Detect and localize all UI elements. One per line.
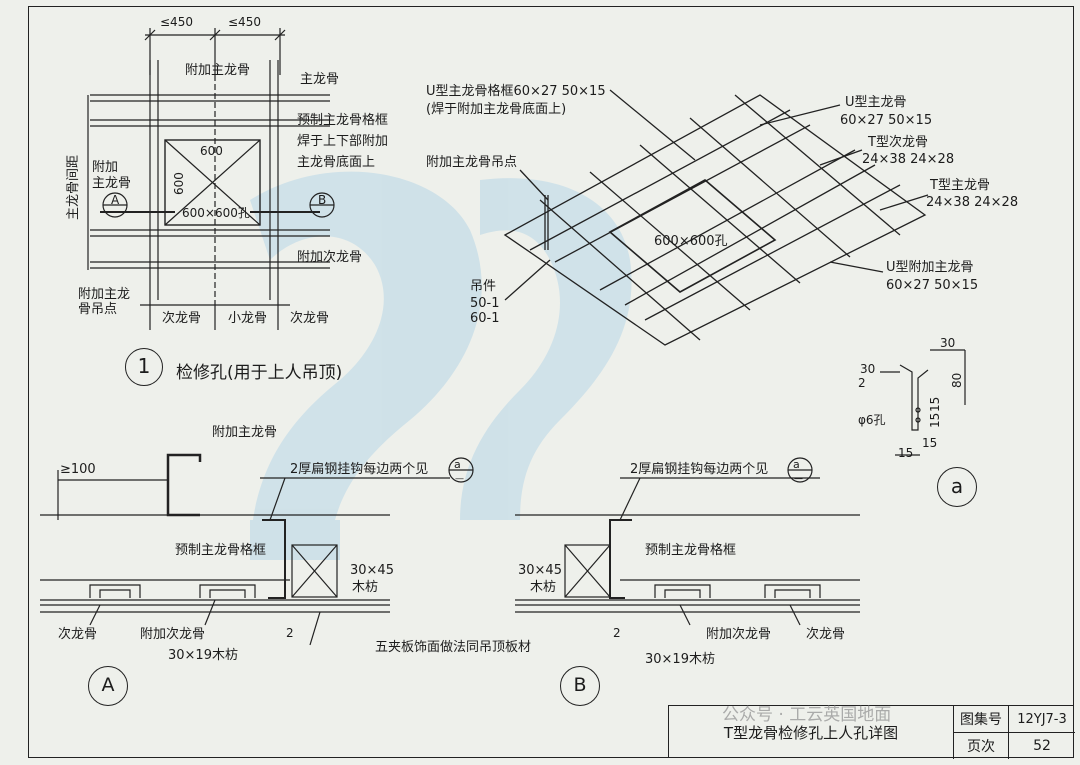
isometric-grid <box>503 89 929 346</box>
dim-600v: 600 <box>172 172 186 195</box>
da-hole: φ6孔 <box>858 413 886 427</box>
da-dim-4: 80 <box>950 372 964 388</box>
sa-wood-1: 30×45 <box>350 563 394 578</box>
detail-1-title: 检修孔(用于上人吊顶) <box>176 363 343 383</box>
iso-u-main-1: U型主龙骨 <box>845 95 907 110</box>
iso-t-sub-1: T型次龙骨 <box>868 135 928 150</box>
sa-dim2: 2 <box>286 626 294 640</box>
section-a <box>40 453 450 646</box>
sa-dim-100: ≥100 <box>60 462 96 477</box>
da-dim-6: 15 <box>928 412 942 428</box>
sa-ref-dash: — <box>455 474 464 484</box>
iso-u-add-main-1: U型附加主龙骨 <box>886 260 974 275</box>
page-label: 页次 <box>954 733 1009 759</box>
iso-t-main-1: T型主龙骨 <box>930 178 990 193</box>
dim-600h: 600 <box>200 144 223 158</box>
sb-wood2: 30×19木枋 <box>645 652 715 667</box>
da-dim-3: 2 <box>858 376 866 390</box>
da-dim-1: 30 <box>940 336 956 350</box>
sb-wood-1: 30×45 <box>518 563 562 578</box>
detail-a <box>880 349 966 456</box>
sb-ref-a: a <box>793 458 800 471</box>
label-hanger-2: 骨吊点 <box>78 302 118 317</box>
sa-wood2: 30×19木枋 <box>168 648 238 663</box>
label-main: 主龙骨 <box>300 72 340 87</box>
sb-hook: 2厚扁钢挂钩每边两个见 <box>630 462 769 477</box>
iso-hole: 600×600孔 <box>654 234 728 249</box>
sb-frame: 预制主龙骨格框 <box>645 543 737 558</box>
da-dim-5: 15 <box>928 396 942 412</box>
iso-u-frame-2: (焊于附加主龙骨底面上) <box>426 102 567 117</box>
section-b-label: B <box>560 666 600 706</box>
section-mark-b: B <box>318 193 327 207</box>
ref-bubbles <box>102 192 813 483</box>
iso-hanger-1: 吊件 <box>470 279 497 294</box>
iso-t-sub-2: 24×38 24×28 <box>862 152 955 167</box>
title-block: T型龙骨检修孔上人孔详图 图集号 12YJ7-3 页次 52 <box>668 705 1075 759</box>
label-add-sub: 附加次龙骨 <box>297 250 363 265</box>
sb-dim2: 2 <box>613 626 621 640</box>
label-main-spacing: 主龙骨间距 <box>66 154 81 220</box>
hole-label: 600×600孔 <box>182 206 250 220</box>
bottom-label-2: 小龙骨 <box>228 311 268 326</box>
iso-t-main-2: 24×38 24×28 <box>926 195 1019 210</box>
section-mark-a: A <box>111 193 120 207</box>
label-frame-3: 主龙骨底面上 <box>297 155 376 170</box>
sa-sub: 次龙骨 <box>58 627 98 642</box>
sb-ref-dash: — <box>794 474 803 484</box>
label-add-main: 附加主龙骨 <box>185 63 251 78</box>
sa-wood-2: 木枋 <box>352 580 379 595</box>
watermark-text: 公众号 · 工云英国地面 <box>722 705 892 725</box>
drawing-title: T型龙骨检修孔上人孔详图 <box>669 706 954 759</box>
sa-ref-a: a <box>454 458 461 471</box>
section-a-label: A <box>88 666 128 706</box>
detail-number-1: 1 <box>125 348 163 386</box>
iso-hanger-3: 60-1 <box>470 311 500 326</box>
iso-u-add-main-2: 60×27 50×15 <box>886 278 979 293</box>
label-frame-2: 焊于上下部附加 <box>297 134 389 149</box>
detail-a-label: a <box>937 467 977 507</box>
sa-hook: 2厚扁钢挂钩每边两个见 <box>290 462 429 477</box>
sa-frame: 预制主龙骨格框 <box>175 543 267 558</box>
section-b <box>515 477 860 626</box>
iso-hanger-2: 50-1 <box>470 296 500 311</box>
label-hanger-1: 附加主龙 <box>78 287 131 302</box>
sa-plywood: 五夹板饰面做法同吊顶板材 <box>375 640 532 655</box>
atlas-label: 图集号 <box>954 706 1009 733</box>
da-dim-7: 15 <box>922 436 938 450</box>
iso-add-main-hanger: 附加主龙骨吊点 <box>426 155 518 170</box>
sheet-border <box>28 6 1074 758</box>
iso-u-frame-1: U型主龙骨格框60×27 50×15 <box>426 84 606 99</box>
bottom-label-3: 次龙骨 <box>290 311 330 326</box>
plan-grid <box>87 28 330 330</box>
sa-add-sub: 附加次龙骨 <box>140 627 206 642</box>
iso-u-main-2: 60×27 50×15 <box>840 113 933 128</box>
bottom-label-1: 次龙骨 <box>162 311 202 326</box>
page-number: 52 <box>1033 738 1051 754</box>
da-dim-2: 30 <box>860 362 876 376</box>
label-add-main-left-1: 附加 <box>92 160 119 175</box>
dim-right: ≤450 <box>228 15 261 29</box>
sb-add-sub: 附加次龙骨 <box>706 627 772 642</box>
da-dim-8: 15 <box>898 446 914 460</box>
label-frame-1: 预制主龙骨格框 <box>297 113 389 128</box>
sb-sub: 次龙骨 <box>806 627 846 642</box>
atlas-number: 12YJ7-3 <box>1009 706 1075 733</box>
dim-left: ≤450 <box>160 15 193 29</box>
label-add-main-left-2: 主龙骨 <box>92 176 132 191</box>
sa-add-main: 附加主龙骨 <box>212 425 278 440</box>
sb-wood-2: 木枋 <box>530 580 557 595</box>
